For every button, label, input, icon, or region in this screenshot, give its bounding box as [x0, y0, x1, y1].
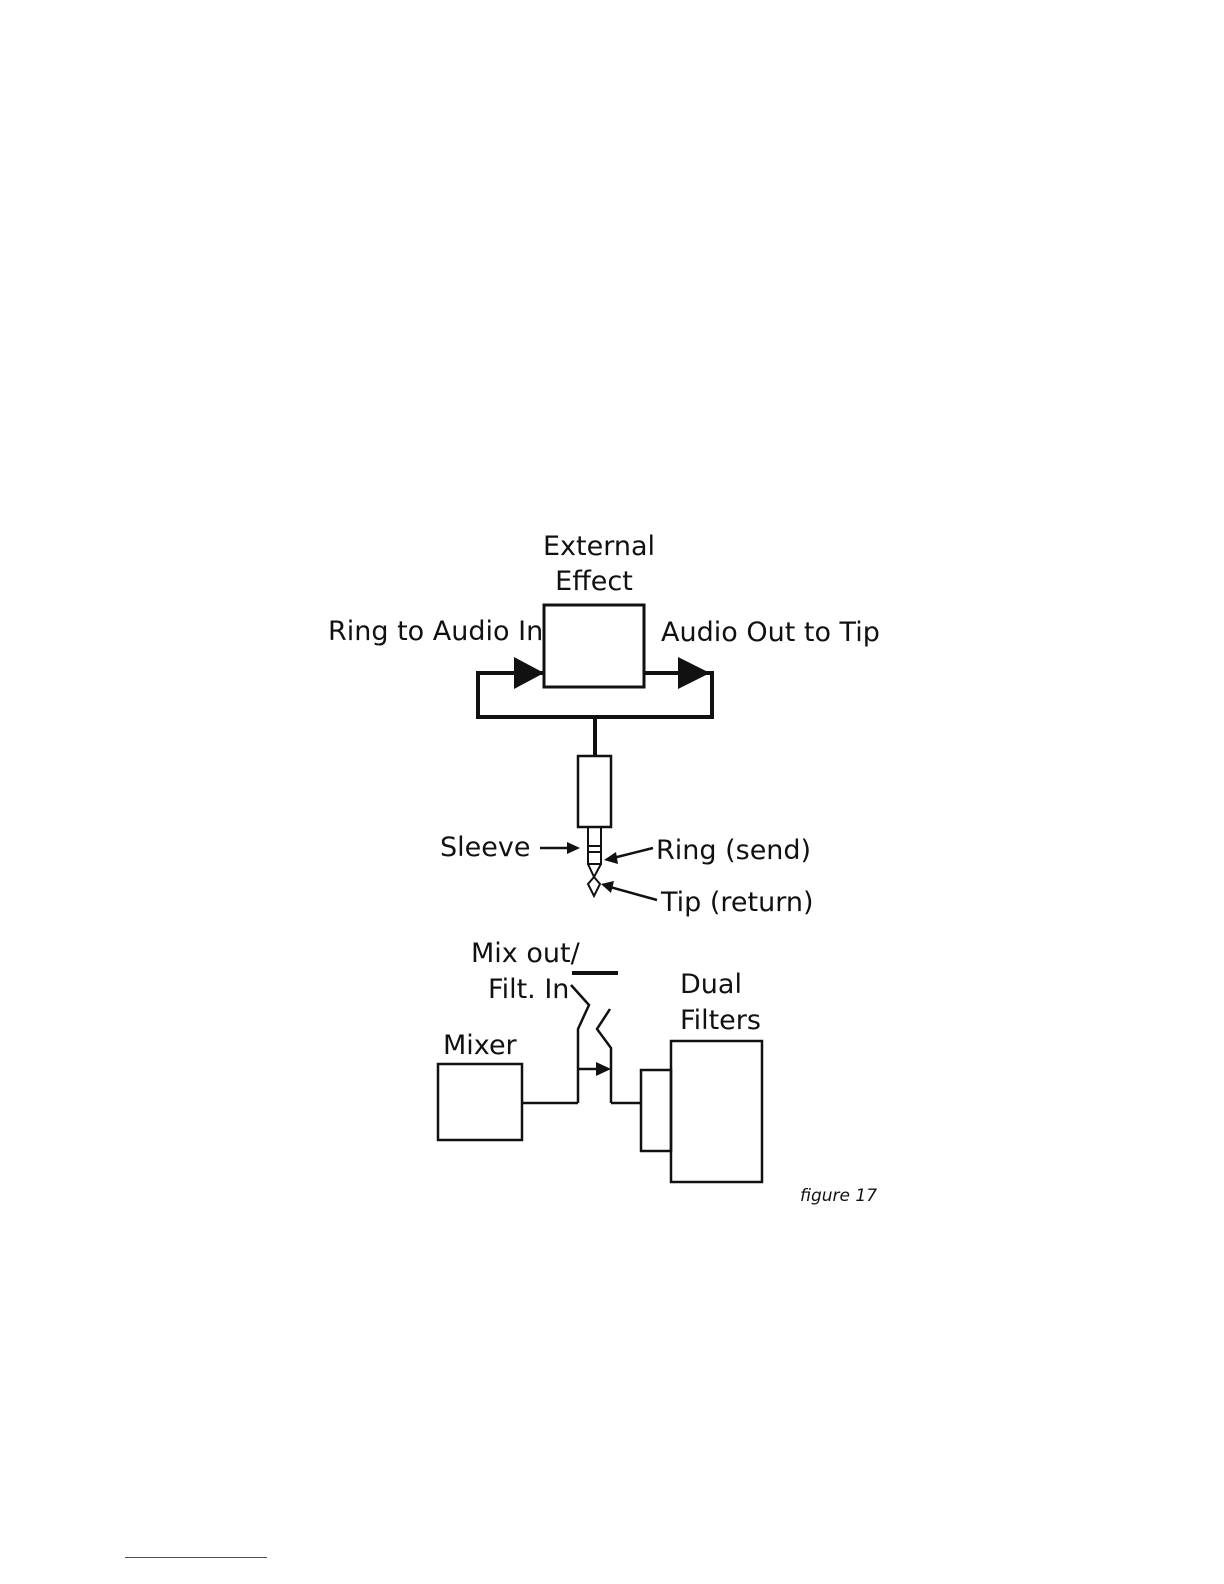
jack-right-contact — [597, 1009, 611, 1103]
mixer-box — [438, 1064, 522, 1140]
external-effect-title-line1: External — [543, 531, 655, 562]
mixer-label: Mixer — [443, 1030, 518, 1061]
tip-pointer-icon — [601, 881, 614, 893]
sleeve-pointer-icon — [567, 842, 580, 854]
dual-filters-input — [641, 1070, 671, 1151]
dual-filters-label-line1: Dual — [680, 969, 742, 1000]
ring-pointer-icon — [604, 852, 618, 864]
mix-out-label-line1: Mix out/ — [471, 938, 581, 969]
footer-rule — [125, 1557, 267, 1558]
filt-in-label-line2: Filt. In — [488, 974, 569, 1005]
figure-caption: figure 17 — [800, 1186, 877, 1206]
dual-filters-box — [671, 1041, 762, 1182]
plug-tip — [588, 864, 601, 896]
external-effect-box — [544, 605, 644, 687]
plug-body — [578, 756, 611, 827]
ring-to-audio-in-label: Ring to Audio In — [328, 616, 543, 647]
jack-arrow-icon — [596, 1062, 611, 1076]
ring-send-label: Ring (send) — [656, 835, 811, 866]
sleeve-label: Sleeve — [440, 832, 530, 863]
dual-filters-label-line2: Filters — [680, 1005, 761, 1036]
jack-left-contact — [571, 985, 589, 1103]
tip-return-label: Tip (return) — [660, 887, 814, 918]
return-arrow-icon — [678, 657, 710, 689]
audio-out-to-tip-label: Audio Out to Tip — [661, 617, 880, 648]
send-arrow-icon — [514, 657, 544, 689]
loop-wire — [478, 673, 712, 717]
external-effect-title-line2: Effect — [555, 566, 633, 597]
